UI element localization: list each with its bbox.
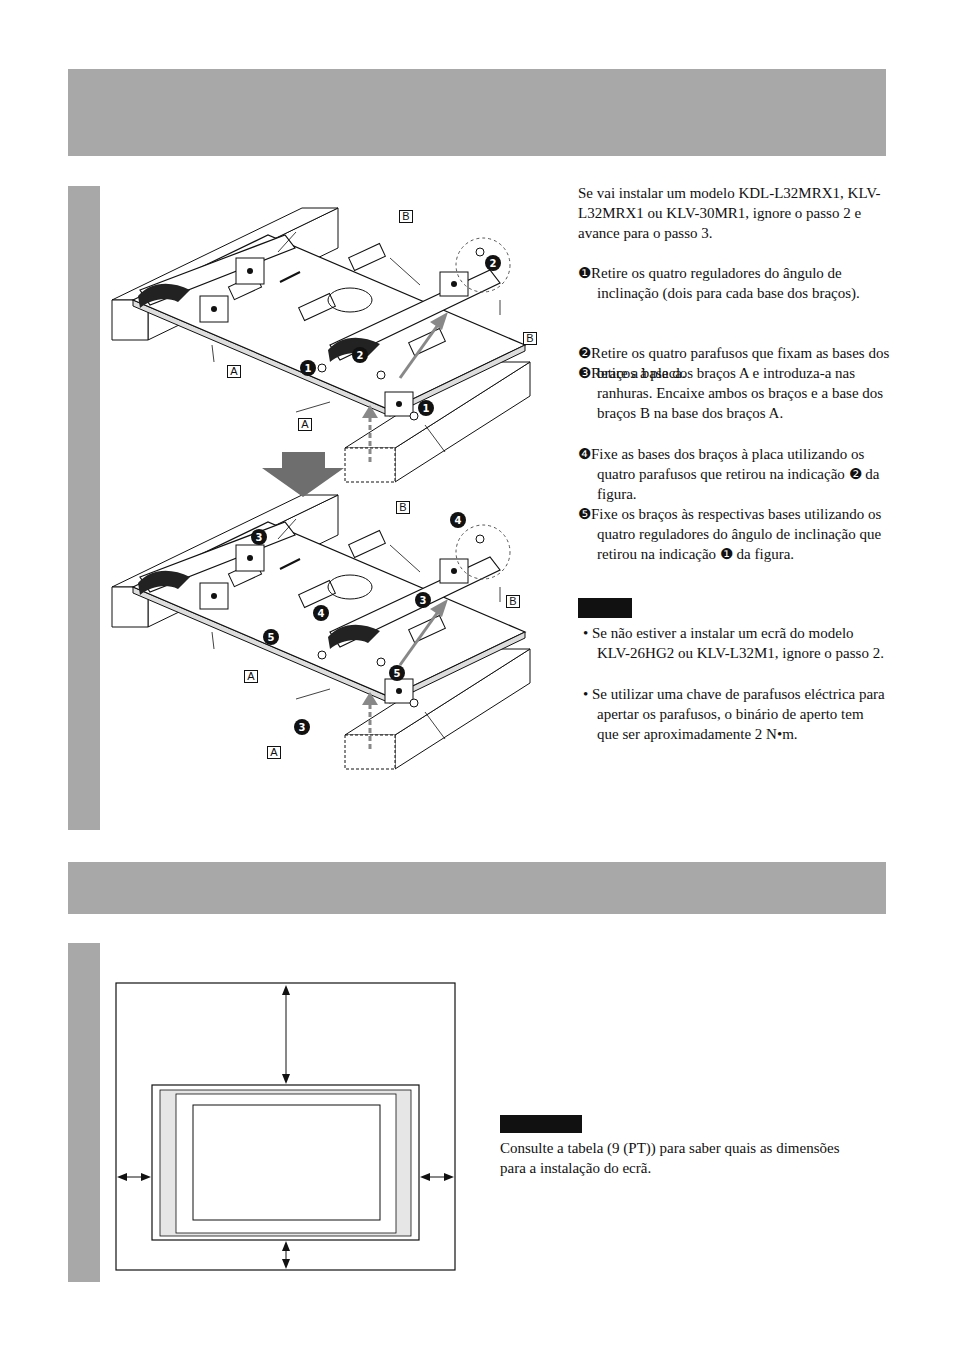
part-letter: B — [396, 501, 409, 514]
text-block: Consulte a tabela (9 (PT)) para saber qu… — [500, 1138, 840, 1178]
part-letter: A — [244, 670, 257, 683]
node-text: 3 — [256, 532, 263, 543]
callout-number: 5 — [389, 665, 405, 681]
callout-number: 3 — [415, 592, 431, 608]
node-text: 1 — [423, 403, 430, 414]
callout-number: 5 — [263, 629, 279, 645]
callout-number: 1 — [300, 360, 316, 376]
callout-number: 3 — [251, 529, 267, 545]
part-letter: A — [267, 746, 280, 759]
node-text: A — [230, 365, 237, 377]
text-block: ❺Fixe os braços às respectivas bases uti… — [578, 504, 890, 564]
node-text: 5 — [268, 632, 275, 643]
node-text: 3 — [299, 722, 306, 733]
node-text: 1 — [305, 363, 312, 374]
callout-number: 2 — [352, 347, 368, 363]
part-letter: A — [227, 365, 240, 378]
part-letter: B — [399, 210, 412, 223]
node-text: B — [402, 210, 409, 222]
node-text: 2 — [357, 350, 364, 361]
node-text: 5 — [394, 668, 401, 679]
node-text: 3 — [420, 595, 427, 606]
node-text: 4 — [455, 515, 462, 526]
part-letter: A — [298, 418, 311, 431]
node-text: A — [270, 746, 277, 758]
node-text: B — [526, 332, 533, 344]
node-text: 2 — [490, 258, 497, 269]
text-block: • Se utilizar uma chave de parafusos elé… — [583, 684, 885, 744]
text-block: ❹Fixe as bases dos braços à placa utiliz… — [578, 444, 890, 504]
callout-number: 2 — [485, 255, 501, 271]
part-letter: B — [523, 332, 536, 345]
text-block: ❶Retire os quatro reguladores do ângulo … — [578, 263, 890, 303]
node-text: 4 — [318, 608, 325, 619]
node-text: A — [247, 670, 254, 682]
part-letter: B — [506, 595, 519, 608]
callout-number: 1 — [418, 400, 434, 416]
node-text: B — [399, 501, 406, 513]
callout-number: 4 — [450, 512, 466, 528]
callout-number: 4 — [313, 605, 329, 621]
text-block: Se vai instalar um modelo KDL-L32MRX1, K… — [578, 183, 890, 243]
callout-number: 3 — [294, 719, 310, 735]
text-block: • Se não estiver a instalar um ecrã do m… — [583, 623, 885, 663]
text-block: ❸Retire a base dos braços A e introduza-… — [578, 363, 890, 423]
node-text: B — [509, 595, 516, 607]
node-text: A — [301, 418, 308, 430]
